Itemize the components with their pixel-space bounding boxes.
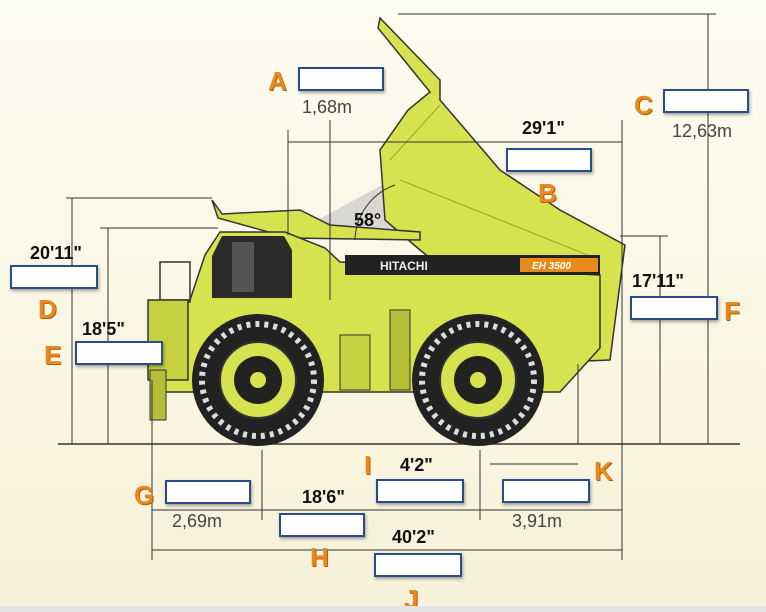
fuel-tank — [339, 334, 371, 391]
hoist-cylinder — [389, 309, 411, 391]
label-d: D — [38, 294, 57, 324]
dim-b-value: 29'1" — [522, 118, 565, 138]
label-g: G — [134, 480, 155, 510]
front-railing — [159, 261, 191, 303]
dim-d-value: 20'11" — [30, 243, 82, 263]
dim-g-value: 2,69m — [172, 511, 223, 531]
bottom-scroll-edge — [0, 606, 766, 612]
dim-e-value: 18'5" — [82, 319, 125, 339]
label-a: A — [268, 66, 287, 96]
answer-input-j[interactable] — [374, 553, 462, 577]
answer-input-i[interactable] — [376, 479, 464, 503]
brand-mark: HITACHI — [380, 259, 428, 273]
radiator — [147, 299, 189, 381]
label-e: E — [44, 340, 62, 370]
answer-input-k[interactable] — [502, 479, 590, 503]
label-h: H — [310, 542, 329, 572]
dump-angle-label: 58° — [354, 210, 382, 230]
dim-j-value: 40'2" — [392, 527, 435, 547]
label-k: K — [594, 456, 613, 486]
dump-body-ribs — [389, 104, 601, 261]
answer-input-a[interactable] — [298, 67, 384, 91]
dim-h-value: 18'6" — [302, 487, 345, 507]
answer-input-h[interactable] — [279, 513, 365, 537]
answer-input-e[interactable] — [75, 341, 163, 365]
answer-input-f[interactable] — [630, 296, 718, 320]
dimension-lines — [66, 13, 716, 560]
answer-input-g[interactable] — [165, 480, 251, 504]
model-plate — [520, 258, 598, 272]
front-wheel — [192, 314, 324, 446]
front-step — [149, 369, 167, 421]
dim-f-value: 17'11" — [632, 271, 684, 291]
label-j: J — [404, 584, 419, 612]
answer-input-d[interactable] — [10, 265, 98, 289]
dim-i-value: 4'2" — [400, 455, 433, 475]
answer-input-b[interactable] — [506, 148, 592, 172]
dim-a-value: 1,68m — [302, 97, 353, 117]
dump-angle-arc — [354, 184, 396, 241]
cab-pillar — [232, 242, 254, 292]
label-b: B — [538, 178, 557, 208]
dim-c-value: 12,63m — [672, 121, 733, 141]
dim-k-value: 3,91m — [512, 511, 563, 531]
label-i: I — [364, 450, 372, 480]
rear-wheel — [412, 314, 544, 446]
label-f: F — [724, 296, 740, 326]
model-mark: EH 3500 — [532, 261, 571, 272]
answer-input-c[interactable] — [663, 89, 749, 113]
canopy — [211, 199, 421, 241]
label-c: C — [634, 90, 653, 120]
